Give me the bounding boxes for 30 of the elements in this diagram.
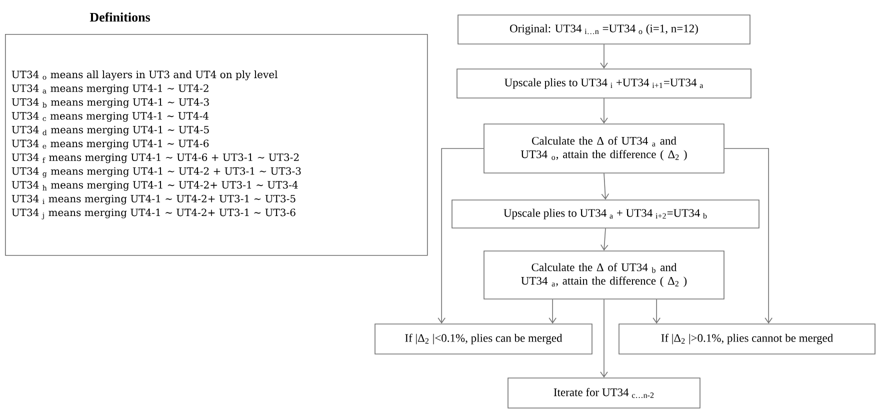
process-box: If |Δ$_{2}$ |<0.1%, plies can be merged (374, 324, 592, 354)
process-box: Iterate for UT34 $_{c…n-2}$ (508, 378, 700, 408)
node-label: UT34 $_{j}$ means merging UT4-1 ∼ UT4-2+ UT3-1 ∼ UT3-6 (12, 208, 296, 220)
arrow (724, 148, 772, 324)
node-label: UT34 $_{b}$ means merging UT4-1 ∼ UT4-3 (12, 98, 209, 108)
node-label: UT34 $_{h}$ means merging UT4-1 ∼ UT4-2+ UT3-1 ∼ UT3-4 (12, 181, 298, 191)
process-box: Upscale plies to UT34 $_{a}$ + UT34 $_{i+2}$=UT34 $_{b}$ (452, 200, 760, 228)
node-label: UT34 $_{a}$ means merging UT4-1 ∼ UT4-2 (12, 84, 208, 94)
definitions-box: UT34 $_{o}$ means all layers in UT3 and UT4 on ply level UT34 $_{a}$ means merging UT4-1 ∼ UT4-2 UT34 $_{b}$ means merging UT4-1 ∼ UT4-3 UT34 $_{c}$ means merging UT4-1 ∼ UT4-4 UT34 $_{d}$ means merging UT4-1 ∼ UT4-5 UT34 $_{e}$ means merging UT4-1 ∼ UT4-6 UT34 $_{f}$ means merging UT4-1 ∼ UT4-6 + UT3-1 ∼ UT3-2 UT34 $_{g}$ means merging UT4-1 ∼ UT4-2 + UT3-1 ∼ UT3-3 UT34 $_{h}$ means merging UT4-1 ∼ UT4-2+ UT3-1 ∼ UT3-4 UT34 $_{i}$ means merging UT4-1 ∼ UT4-2+ UT3-1 ∼ UT3-5 UT34 $_{j}$ means merging UT4-1 ∼ UT4-2+ UT3-1 ∼ UT3-6 (5, 34, 428, 256)
arrow (600, 299, 608, 378)
arrow (600, 228, 608, 251)
process-box: Calculate the Δ of UT34 $_{b}$ and UT34 $_{a}$, attain the difference ( Δ$_{2}$ ) (484, 250, 724, 300)
node-label: UT34 $_{d}$ means merging UT4-1 ∼ UT4-5 (12, 126, 209, 136)
node-label: UT34 $_{c}$ means merging UT4-1 ∼ UT4-4 (12, 112, 209, 122)
heading: Definitions (90, 12, 150, 22)
arrow (548, 299, 556, 324)
arrow (600, 44, 608, 69)
node-label: UT34 $_{g}$ means merging UT4-1 ∼ UT4-2 + UT3-1 ∼ UT3-3 (12, 167, 301, 178)
arrow (438, 148, 484, 324)
process-box: Calculate the Δ of UT34 $_{a}$ and UT34 $_{o}$, attain the difference ( Δ$_{2}$ ) (484, 124, 724, 174)
arrow (652, 299, 660, 324)
process-box: Original: UT34 $_{i…n}$ =UT34 $_{o}$ (i=1, n=12) (458, 14, 750, 44)
node-label: UT34 $_{e}$ means merging UT4-1 ∼ UT4-6 (12, 140, 209, 150)
arrow (601, 173, 610, 200)
arrow (600, 98, 608, 124)
node-label: UT34 $_{f}$ means merging UT4-1 ∼ UT4-6 + UT3-1 ∼ UT3-2 (12, 153, 299, 164)
process-box: Upscale plies to UT34 $_{i}$ +UT34 $_{i+1}$=UT34 $_{a}$ (456, 68, 752, 98)
process-box: If |Δ$_{2}$ |>0.1%, plies cannot be merged (618, 324, 876, 354)
node-label: UT34 $_{o}$ means all layers in UT3 and UT4 on ply level (12, 70, 278, 80)
node-label: UT34 $_{i}$ means merging UT4-1 ∼ UT4-2+ UT3-1 ∼ UT3-5 (12, 194, 296, 204)
